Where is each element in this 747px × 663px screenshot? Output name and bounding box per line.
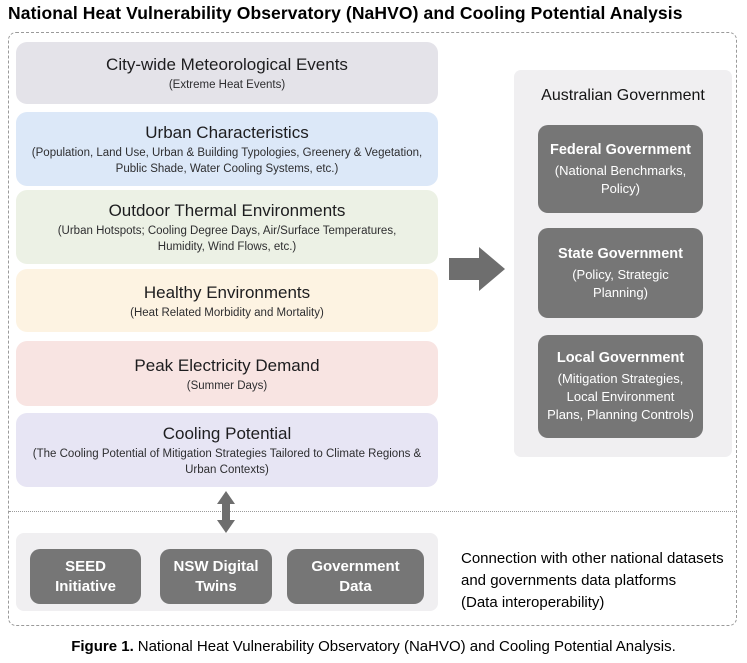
figure-caption: Figure 1.National Heat Vulnerability Obs…	[0, 638, 747, 655]
box-heading: Outdoor Thermal Environments	[108, 201, 346, 220]
box-subtitle: (Urban Hotspots; Cooling Degree Days, Ai…	[57, 225, 397, 253]
government-panel-title: Australian Government	[541, 87, 705, 104]
right-arrow-icon	[449, 247, 505, 291]
box-nsw-digital-twins: NSW Digital Twins	[160, 549, 272, 604]
box-city-meteorological-events: City-wide Meteorological Events (Extreme…	[16, 42, 438, 104]
interoperability-note: Connection with other national datasets …	[461, 548, 733, 614]
box-subtitle: (Population, Land Use, Urban & Building …	[31, 147, 423, 175]
box-heading: Urban Characteristics	[145, 123, 309, 142]
datasets-panel: SEED Initiative NSW Digital Twins Govern…	[16, 533, 438, 611]
box-state-government: State Government (Policy, Strategic Plan…	[538, 228, 703, 318]
caption-text: National Heat Vulnerability Observatory …	[137, 638, 676, 655]
box-heading: Peak Electricity Demand	[134, 355, 320, 375]
double-arrow-icon	[217, 491, 235, 533]
gov-box-heading: State Government	[558, 245, 683, 262]
gov-box-heading: Federal Government	[549, 141, 691, 158]
note-line: and governments data platforms	[461, 572, 677, 589]
box-urban-characteristics: Urban Characteristics (Population, Land …	[16, 112, 438, 186]
gov-box-subtitle: (Mitigation Strategies, Local Environmen…	[547, 371, 694, 422]
box-federal-government: Federal Government (National Benchmarks,…	[538, 125, 703, 213]
page-title: National Heat Vulnerability Observatory …	[8, 3, 683, 23]
box-local-government: Local Government (Mitigation Strategies,…	[538, 335, 703, 438]
box-healthy-environments: Healthy Environments (Heat Related Morbi…	[16, 269, 438, 332]
dataset-label: SEED Initiative	[55, 557, 116, 595]
dataset-label: Government Data	[311, 557, 400, 595]
gov-box-subtitle: (Policy, Strategic Planning)	[572, 266, 669, 300]
right-arrow-shape	[449, 247, 505, 291]
box-seed-initiative: SEED Initiative	[30, 549, 141, 604]
box-subtitle: (The Cooling Potential of Mitigation Str…	[32, 448, 422, 476]
box-heading: Cooling Potential	[162, 424, 292, 443]
box-subtitle: (Summer Days)	[186, 379, 268, 392]
box-subtitle: (Extreme Heat Events)	[168, 79, 286, 91]
box-heading: Healthy Environments	[143, 282, 311, 302]
caption-label: Figure 1.	[71, 638, 134, 655]
gov-box-subtitle: (National Benchmarks, Policy)	[554, 162, 687, 196]
note-line: Connection with other national datasets	[461, 550, 724, 567]
box-peak-electricity-demand: Peak Electricity Demand (Summer Days)	[16, 341, 438, 406]
note-line: (Data interoperability)	[461, 594, 605, 611]
diagram-frame	[8, 32, 737, 626]
dataset-label: NSW Digital Twins	[173, 557, 259, 595]
box-subtitle: (Heat Related Morbidity and Mortality)	[130, 306, 324, 319]
box-outdoor-thermal-environments: Outdoor Thermal Environments (Urban Hots…	[16, 190, 438, 264]
box-cooling-potential: Cooling Potential (The Cooling Potential…	[16, 413, 438, 487]
dotted-separator	[9, 511, 737, 512]
double-arrow-shape	[217, 491, 235, 533]
gov-box-heading: Local Government	[556, 350, 685, 366]
box-heading: City-wide Meteorological Events	[106, 55, 348, 74]
australian-government-panel: Australian Government Federal Government…	[514, 70, 732, 457]
box-government-data: Government Data	[287, 549, 424, 604]
